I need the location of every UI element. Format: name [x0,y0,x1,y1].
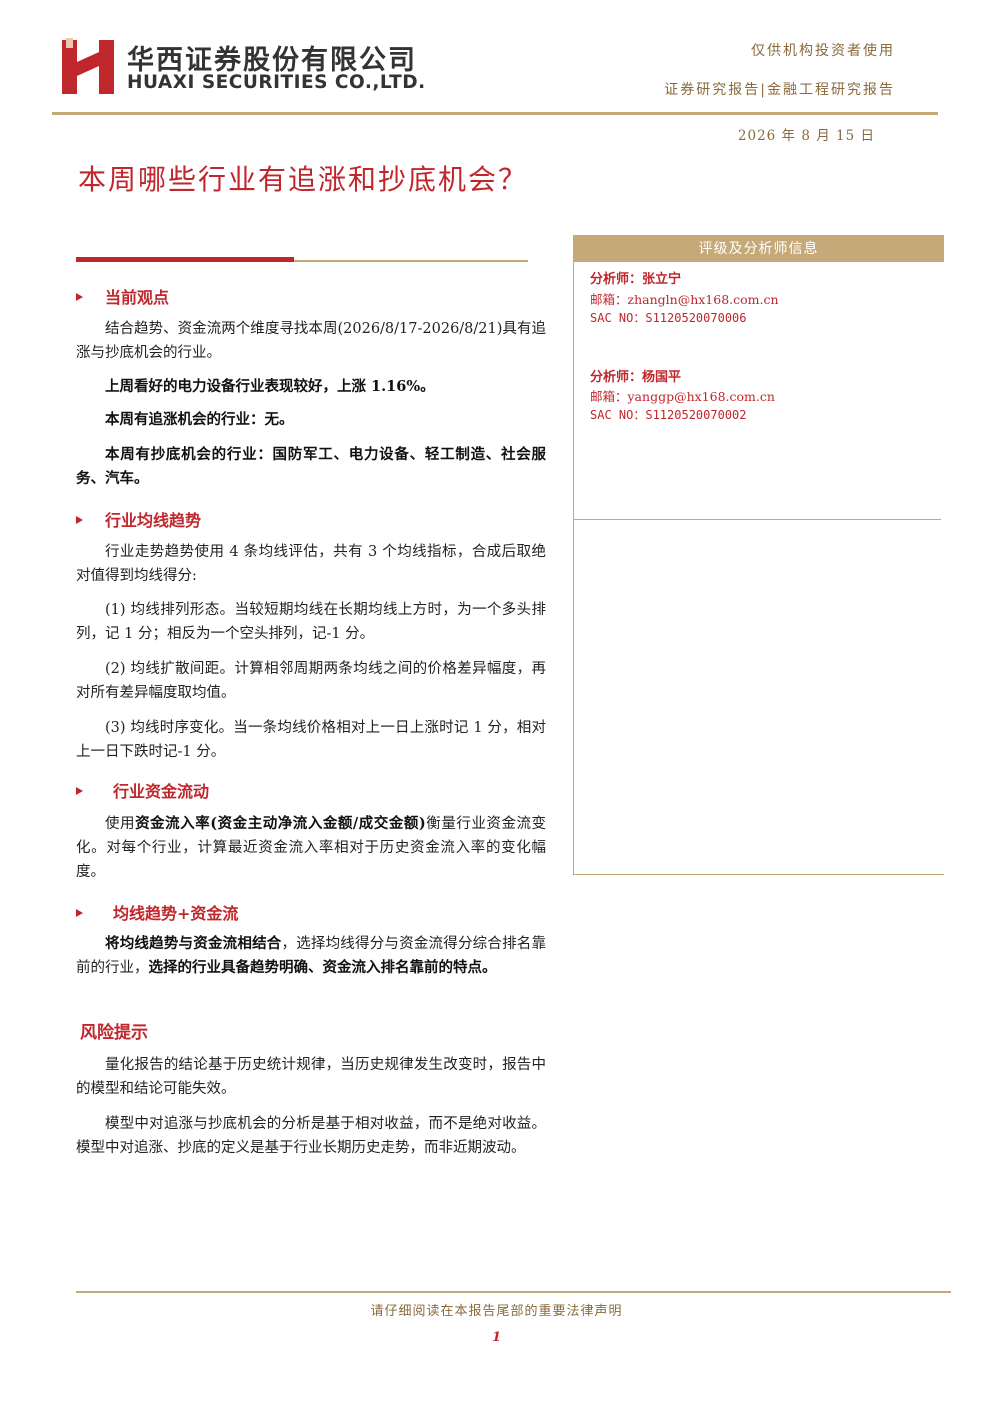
analyst-2-name: 分析师：杨国平 [590,370,682,385]
summary-bar-red [76,257,294,262]
analyst-box-divider [573,519,941,520]
report-title: 本周哪些行业有追涨和抄底机会？ [78,163,529,196]
trend-paragraph-1: 行业走势趋势使用 4 条均线评估，共有 3 个均线指标，合成后取绝对值得到均线得… [76,544,546,584]
triangle-bullet-icon [76,909,83,917]
analyst-1-name: 分析师：张立宁 [590,272,682,287]
analyst-2-sac: SAC NO：S1120520070002 [590,408,747,422]
analyst-2-email[interactable]: 邮箱：yanggp@hx168.com.cn [590,389,775,404]
trend-paragraph-4: (3) 均线时序变化。当一条均线价格相对上一日上涨时记 1 分，相对上一日下跌时… [76,720,546,760]
trend-paragraph-3: (2) 均线扩散间距。计算相邻周期两条均线之间的价格差异幅度，再对所有差异幅度取… [76,661,546,701]
combo-paragraph-1: 将均线趋势与资金流相结合，选择均线得分与资金流得分综合排名靠前的行业，选择的行业… [76,932,546,980]
company-name-en: HUAXI SECURITIES CO.,LTD. [127,72,426,93]
combo-text-b: ，选择均线得分与资金流得分综合排名靠前的行业， [76,936,546,976]
triangle-bullet-icon [76,516,83,524]
view-paragraph-1: 结合趋势、资金流两个维度寻找本周(2026/8/17-2026/8/21)具有追… [76,321,546,361]
view-paragraph-2: 上周看好的电力设备行业表现较好，上涨 1.16%。 [105,378,435,395]
combo-text-bold-c: 选择的行业具备趋势明确、资金流入排名靠前的特点。 [148,959,497,976]
triangle-bullet-icon [76,293,83,301]
risk-paragraph-2: 模型中对追涨与抄底机会的分析是基于相对收益，而不是绝对收益。模型中对追涨、抄底的… [76,1116,546,1156]
flow-text-bold: 资金流入率(资金主动净流入金额/成交金额) [135,815,426,832]
view-paragraph-4: 本周有抄底机会的行业：国防军工、电力设备、轻工制造、社会服务、汽车。 [76,446,546,487]
company-logo-icon [62,38,114,94]
report-type: 证券研究报告|金融工程研究报告 [664,82,895,98]
page-number: 1 [491,1330,502,1345]
risk-paragraph-1: 量化报告的结论基于历史统计规律，当历史规律发生改变时，报告中的模型和结论可能失效… [76,1057,546,1097]
flow-text-c: 衡量行业资金流变化。对每个行业，计算最近资金流入率相对于历史资金流入率的变化幅度… [76,816,547,880]
trend-paragraph-2: (1) 均线排列形态。当较短期均线在长期均线上方时，为一个多头排列，记 1 分；… [76,602,546,642]
audience-note: 仅供机构投资者使用 [751,43,895,59]
analyst-box-header: 评级及分析师信息 [573,236,944,262]
summary-bar-gold [294,260,528,262]
section-heading-risk: 风险提示 [80,1023,148,1043]
view-paragraph-3: 本周有追涨机会的行业：无。 [105,411,294,428]
section-heading-combo: 均线趋势+资金流 [76,900,238,924]
section-heading-trend: 行业均线趋势 [76,507,201,531]
analyst-box-top-rule [573,235,944,236]
analyst-1-email[interactable]: 邮箱：zhangln@hx168.com.cn [590,292,779,307]
analyst-box-left-rule [573,262,574,874]
combo-text-bold-a: 将均线趋势与资金流相结合 [105,935,282,952]
company-name-cn: 华西证券股份有限公司 [127,45,417,76]
flow-text-a: 使用 [105,816,136,832]
analyst-box-bottom-rule [573,874,944,875]
header-divider [52,112,938,115]
footer-divider [76,1291,951,1293]
triangle-bullet-icon [76,787,83,795]
section-heading-view: 当前观点 [76,284,169,308]
section-heading-flow: 行业资金流动 [76,778,209,802]
analyst-1-sac: SAC NO：S1120520070006 [590,311,747,325]
legal-disclaimer-note: 请仔细阅读在本报告尾部的重要法律声明 [370,1304,623,1319]
report-date: 2026 年 8 月 15 日 [737,128,875,144]
flow-paragraph-1: 使用资金流入率(资金主动净流入金额/成交金额)衡量行业资金流变化。对每个行业，计… [76,812,546,884]
